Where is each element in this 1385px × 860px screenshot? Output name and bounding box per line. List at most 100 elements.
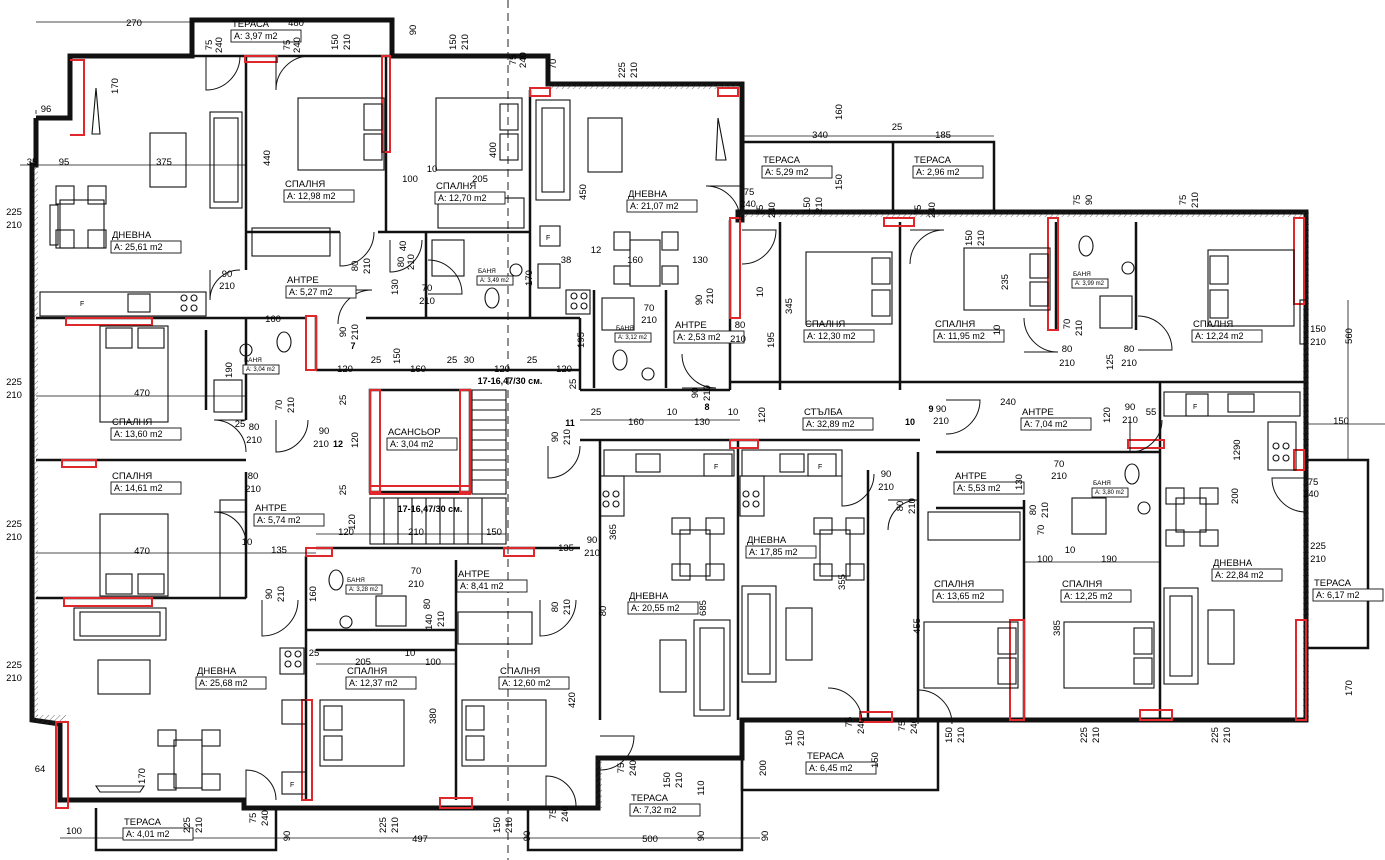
- dimension-text: 12: [591, 245, 602, 256]
- dimension-text: 345: [784, 298, 795, 314]
- dimension-text: 210: [342, 34, 353, 50]
- dimension-text: 130: [692, 255, 708, 266]
- dimension-text: 210: [1121, 358, 1137, 369]
- dimension-text: 210: [1040, 502, 1051, 518]
- dimension-text: 10: [755, 287, 766, 298]
- hatched-walls: [32, 84, 1309, 808]
- dimension-lines: [20, 21, 1385, 839]
- dimension-text: 340: [812, 130, 828, 141]
- room-name: СПАЛНЯ: [500, 666, 540, 677]
- dimension-text: 75: [548, 809, 559, 820]
- dimension-text: 240: [1303, 489, 1319, 500]
- dimension-text: 80: [249, 422, 260, 433]
- room-name: СТЪЛБА: [804, 407, 843, 418]
- dimension-text: 25: [338, 395, 349, 406]
- dimension-text: 90: [319, 426, 330, 437]
- dimension-text: 150: [492, 817, 503, 833]
- svg-text:F: F: [714, 464, 718, 471]
- dimension-text: 210: [1310, 337, 1326, 348]
- interior-walls: [36, 56, 1306, 800]
- room-name: ДНЕВНА: [112, 230, 152, 241]
- dimension-text: 80: [1124, 344, 1135, 355]
- dimension-text: 25: [309, 648, 320, 659]
- room-name: СПАЛНЯ: [112, 471, 152, 482]
- room-area: A: 3,28 m2: [349, 587, 379, 593]
- dimension-text: 210: [907, 498, 918, 514]
- room-area: A: 13,65 m2: [936, 591, 985, 601]
- stair-treads: [369, 389, 507, 545]
- dimension-text: 210: [460, 34, 471, 50]
- room-area: A: 12,98 m2: [287, 191, 336, 201]
- dimension-text: 150: [448, 34, 459, 50]
- room-area: A: 6,17 m2: [1316, 590, 1360, 600]
- room-name: АНТРЕ: [287, 275, 319, 286]
- dimension-text: 1290: [1232, 439, 1243, 460]
- dimension-text: 210: [933, 416, 949, 427]
- dimension-text: 480: [288, 18, 304, 29]
- dimension-text: 225: [1079, 727, 1090, 743]
- dimension-text: 160: [834, 104, 845, 120]
- dimension-text: 240: [740, 199, 756, 210]
- terrace-outlines: [94, 18, 1370, 852]
- dimension-text: 80: [396, 257, 407, 268]
- dimension-text: 225: [6, 660, 22, 671]
- dimension-text: 455: [912, 618, 923, 634]
- dimension-text: 355: [837, 574, 848, 590]
- svg-text:F: F: [1193, 404, 1197, 411]
- dimension-text: 210: [406, 254, 417, 270]
- dimension-text: 210: [976, 230, 987, 246]
- dimension-text: 210: [814, 197, 825, 213]
- room-name: ДНЕВНА: [629, 591, 669, 602]
- dimension-text: 12: [333, 439, 343, 449]
- svg-text:F: F: [290, 782, 294, 789]
- dimension-text: 685: [698, 600, 709, 616]
- dimension-text: 150: [802, 197, 813, 213]
- dimension-text: 160: [265, 314, 281, 325]
- room-area: A: 13,60 m2: [114, 429, 163, 439]
- dimension-text: 10: [905, 417, 915, 427]
- dimension-text: 70: [644, 303, 655, 314]
- dimension-text: 160: [627, 255, 643, 266]
- dimension-text: 150: [1310, 324, 1326, 335]
- room-name: ТЕРАСА: [914, 155, 952, 166]
- dimension-text: 120: [337, 364, 353, 375]
- room-name: СПАЛНЯ: [1062, 579, 1102, 590]
- room-area: A: 32,89 m2: [806, 419, 855, 429]
- dimension-text: 80: [598, 606, 609, 617]
- dimension-text: 90: [408, 25, 419, 36]
- dimension-text: 365: [608, 524, 619, 540]
- dimension-text: 10: [427, 164, 438, 175]
- dimension-text: 195: [766, 332, 777, 348]
- room-area: A: 8,41 m2: [460, 581, 504, 591]
- dimension-text: 240: [767, 202, 778, 218]
- dimension-text: 225: [378, 817, 389, 833]
- dimension-text: 38: [561, 255, 572, 266]
- dimension-text: 190: [224, 362, 235, 378]
- dimension-text: 70: [1054, 459, 1065, 470]
- dimension-text: 80: [1062, 344, 1073, 355]
- dimension-text: 210: [6, 390, 22, 401]
- room-area: A: 3,80 m2: [1095, 490, 1125, 496]
- dimension-text: 10: [1065, 545, 1076, 556]
- dimension-text: 200: [1230, 488, 1241, 504]
- dimension-text: 120: [338, 527, 354, 538]
- dimension-text: 225: [6, 207, 22, 218]
- dimension-text: 95: [59, 157, 70, 168]
- dimension-text: 210: [796, 730, 807, 746]
- dimension-text: 497: [412, 834, 428, 845]
- room-area: A: 12,25 m2: [1064, 591, 1113, 601]
- room-name: СПАЛНЯ: [1193, 319, 1233, 330]
- room-area: A: 12,60 m2: [502, 678, 551, 688]
